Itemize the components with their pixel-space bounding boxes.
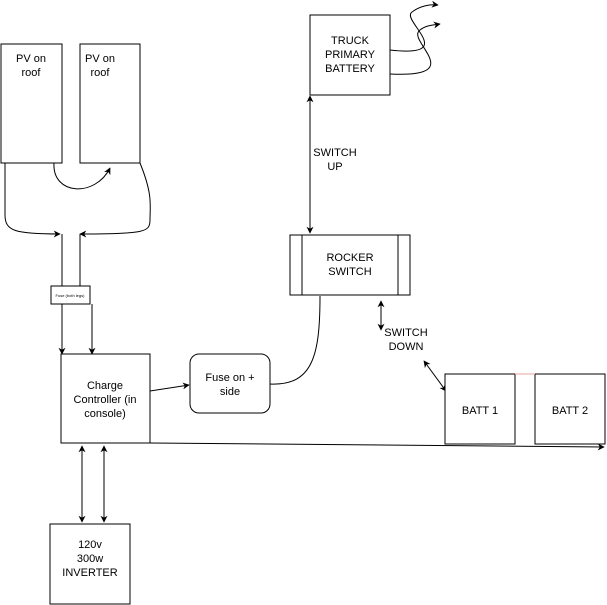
battery-2-label: BATT 2 bbox=[552, 405, 588, 417]
charge-controller-label-line2: Controller (in bbox=[74, 394, 137, 406]
pv-panel-1-label-line1: PV on bbox=[16, 53, 46, 65]
inverter-label-line2: 300w bbox=[77, 553, 103, 565]
fuse-to-switch-wire bbox=[269, 295, 321, 385]
inverter-label-line3: INVERTER bbox=[62, 567, 117, 579]
charge-controller-label-line3: console) bbox=[84, 408, 126, 420]
pv-panel-1[interactable]: PV on roof bbox=[0, 43, 63, 164]
truck-battery-lead-2 bbox=[389, 21, 441, 75]
truck-battery-label-line1: TRUCK bbox=[331, 35, 370, 47]
charge-controller[interactable]: Charge Controller (in console) bbox=[60, 353, 151, 444]
switch-up-label-line2: UP bbox=[327, 161, 342, 173]
positive-fuse-label-line1: Fuse on + bbox=[205, 372, 254, 384]
positive-fuse[interactable]: Fuse on + side bbox=[189, 353, 271, 414]
battery-2[interactable]: BATT 2 bbox=[534, 373, 606, 445]
truck-battery-lead-1 bbox=[389, 0, 439, 52]
switch-down-label-line2: DOWN bbox=[389, 341, 424, 353]
truck-battery-label-line3: BATTERY bbox=[325, 63, 375, 75]
pv-series-connector bbox=[53, 162, 111, 190]
rocker-switch-label-line1: ROCKER bbox=[326, 252, 373, 264]
pv2-output-wire bbox=[79, 162, 151, 238]
rocker-switch[interactable]: ROCKER SWITCH bbox=[289, 234, 411, 296]
switch-down-to-batt-arrow bbox=[423, 360, 447, 392]
charge-controller-label-line1: Charge bbox=[87, 380, 123, 392]
switch-down-label-line1: SWITCH bbox=[384, 327, 427, 339]
rocker-switch-label-line2: SWITCH bbox=[328, 266, 371, 278]
inverter[interactable]: 120v 300w INVERTER bbox=[49, 523, 131, 605]
pv-panel-2[interactable]: PV on roof bbox=[79, 43, 141, 164]
inline-fuse-label: Fuse (both legs) bbox=[56, 293, 86, 298]
pv1-output-wire bbox=[4, 163, 61, 238]
switch-up-label-line1: SWITCH bbox=[313, 147, 356, 159]
battery-1-label: BATT 1 bbox=[462, 405, 498, 417]
inline-fuse[interactable]: Fuse (both legs) bbox=[50, 285, 91, 305]
battery-1[interactable]: BATT 1 bbox=[444, 373, 516, 445]
controller-to-fuse-wire bbox=[149, 382, 190, 392]
inverter-label-line1: 120v bbox=[78, 539, 102, 551]
truck-primary-battery[interactable]: TRUCK PRIMARY BATTERY bbox=[309, 14, 391, 96]
pv-panel-1-label-line2: roof bbox=[22, 67, 42, 79]
truck-battery-label-line2: PRIMARY bbox=[325, 49, 376, 61]
controller-to-battery-wire bbox=[149, 442, 605, 451]
positive-fuse-label-line2: side bbox=[220, 386, 240, 398]
pv-panel-2-label-line1: PV on bbox=[85, 53, 115, 65]
pv-panel-2-label-line2: roof bbox=[91, 67, 111, 79]
